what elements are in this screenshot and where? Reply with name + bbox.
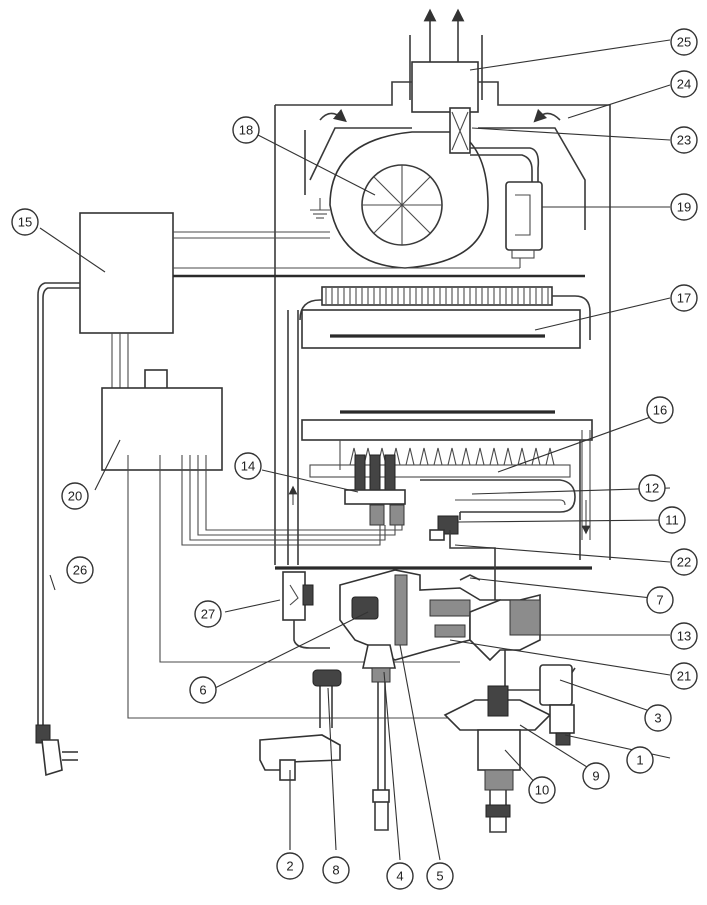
- ignition-unit: [101, 369, 223, 471]
- control-box: [79, 212, 174, 334]
- flue-sensor: [449, 107, 540, 185]
- svg-text:20: 20: [68, 489, 82, 504]
- callout-17: 17: [670, 284, 698, 312]
- callout-12: 12: [638, 474, 666, 502]
- callout-22: 22: [670, 548, 698, 576]
- svg-text:16: 16: [653, 403, 667, 418]
- svg-text:23: 23: [677, 133, 691, 148]
- svg-text:9: 9: [592, 769, 599, 784]
- callout-19: 19: [670, 193, 698, 221]
- svg-text:13: 13: [677, 629, 691, 644]
- safety-valve: [443, 685, 552, 833]
- svg-text:5: 5: [436, 869, 443, 884]
- callout-2: 2: [276, 852, 304, 880]
- gas-valve-assembly: [339, 569, 501, 661]
- callout-25: 25: [670, 28, 698, 56]
- callout-9: 9: [582, 762, 610, 790]
- callout-8: 8: [322, 856, 350, 884]
- callout-5: 5: [426, 862, 454, 890]
- svg-text:14: 14: [241, 459, 255, 474]
- svg-text:27: 27: [201, 607, 215, 622]
- air-pressure-switch: [505, 181, 543, 259]
- callout-4: 4: [386, 862, 414, 890]
- svg-text:2: 2: [286, 859, 293, 874]
- svg-text:19: 19: [677, 200, 691, 215]
- svg-text:7: 7: [656, 593, 663, 608]
- svg-text:17: 17: [677, 291, 691, 306]
- svg-text:6: 6: [199, 683, 206, 698]
- appliance-casing: [274, 81, 611, 570]
- heat-exchanger: [299, 286, 591, 349]
- fan: [310, 131, 489, 269]
- svg-text:10: 10: [535, 783, 549, 798]
- gas-inlet: [362, 644, 396, 831]
- svg-text:25: 25: [677, 35, 691, 50]
- water-valve: [469, 593, 576, 706]
- callout-14: 14: [234, 452, 262, 480]
- ignition-electrodes: [344, 454, 406, 526]
- callout-3: 3: [644, 704, 672, 732]
- control-wiring: [111, 231, 585, 388]
- callout-11: 11: [658, 506, 686, 534]
- callout-10: 10: [528, 776, 556, 804]
- svg-text:21: 21: [677, 669, 691, 684]
- callout-7: 7: [646, 586, 674, 614]
- svg-text:3: 3: [654, 711, 661, 726]
- svg-text:26: 26: [73, 563, 87, 578]
- callout-27: 27: [194, 600, 222, 628]
- svg-text:4: 4: [396, 869, 403, 884]
- power-cable: [37, 282, 80, 725]
- svg-text:8: 8: [332, 863, 339, 878]
- svg-text:18: 18: [239, 123, 253, 138]
- callout-13: 13: [670, 622, 698, 650]
- callout-21: 21: [670, 662, 698, 690]
- svg-text:11: 11: [665, 513, 679, 528]
- primary-pipes: [287, 310, 591, 565]
- leader-lines: [39, 39, 671, 861]
- overheat-thermostat: [282, 571, 330, 649]
- svg-text:15: 15: [18, 215, 32, 230]
- draught-hood: [304, 113, 586, 230]
- callout-6: 6: [189, 676, 217, 704]
- svg-text:1: 1: [636, 753, 643, 768]
- mains-plug: [35, 724, 78, 777]
- callout-markers: 25 24 23 18 19 15 17 16 12 14 11 22 20 2…: [11, 28, 698, 890]
- ntc-sensor: [429, 515, 496, 600]
- callout-15: 15: [11, 208, 39, 236]
- callout-23: 23: [670, 126, 698, 154]
- dhw-exchanger: [420, 479, 576, 520]
- callout-18: 18: [232, 116, 260, 144]
- water-inlet: [259, 669, 342, 781]
- svg-text:12: 12: [645, 481, 659, 496]
- drain-valve: [549, 704, 575, 746]
- svg-text:22: 22: [677, 555, 691, 570]
- callout-16: 16: [646, 396, 674, 424]
- svg-text:24: 24: [677, 77, 691, 92]
- combustion-chamber: [301, 410, 593, 540]
- callout-20: 20: [61, 482, 89, 510]
- callout-26: 26: [66, 556, 94, 584]
- callout-24: 24: [670, 70, 698, 98]
- callout-1: 1: [626, 746, 654, 774]
- flue-outlet: [409, 8, 483, 113]
